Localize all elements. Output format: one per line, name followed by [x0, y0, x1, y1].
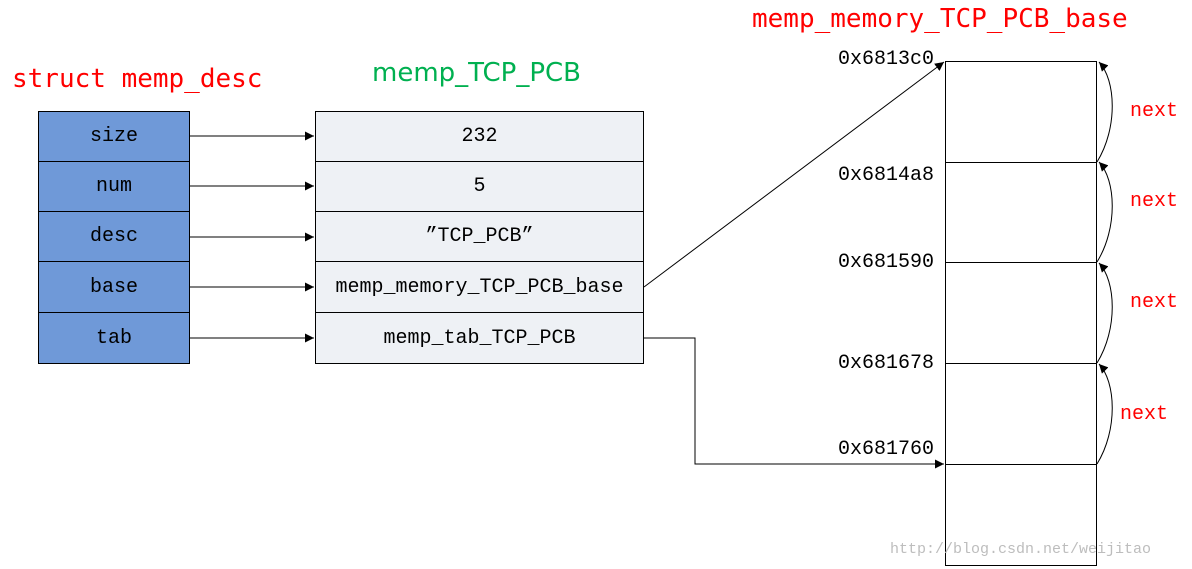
desc-field-num: num: [38, 161, 190, 212]
pcb-value-base: memp_memory_TCP_PCB_base: [315, 261, 644, 313]
memory-block: [945, 262, 1097, 364]
watermark: http://blog.csdn.net/weijitao: [890, 541, 1152, 558]
memory-block: [945, 61, 1097, 163]
base-pointer-arrow: [643, 61, 945, 288]
next-pointer-arrow: [1096, 161, 1113, 263]
pcb-value-label: 5: [473, 175, 486, 198]
next-pointer-label: next: [1120, 403, 1169, 426]
pcb-value-tab: memp_tab_TCP_PCB: [315, 312, 644, 364]
memp-tcp-pcb-title: memp_TCP_PCB: [372, 58, 582, 88]
address-label: 0x681760: [838, 438, 935, 461]
desc-field-label: num: [95, 175, 132, 198]
pcb-value-label: ”TCP_PCB”: [425, 225, 534, 248]
desc-field-base: base: [38, 261, 190, 313]
desc-field-tab: tab: [38, 312, 190, 364]
desc-field-label: base: [89, 275, 138, 299]
pcb-value-label: memp_memory_TCP_PCB_base: [335, 275, 624, 299]
desc-field-label: desc: [89, 225, 138, 248]
tab-pointer-arrow: [644, 337, 944, 469]
pcb-value-num: 5: [315, 161, 644, 212]
memory-block: [945, 162, 1097, 263]
desc-field-label: tab: [95, 326, 132, 350]
address-label: 0x6813c0: [838, 48, 935, 71]
address-label: 0x6814a8: [838, 164, 935, 187]
desc-field-label: size: [89, 125, 138, 148]
address-label: 0x681678: [838, 352, 935, 375]
memory-pool-title: memp_memory_TCP_PCB_base: [752, 4, 1128, 34]
next-pointer-arrow: [1096, 262, 1113, 364]
next-pointer-label: next: [1130, 100, 1179, 123]
pcb-value-label: memp_tab_TCP_PCB: [383, 326, 576, 350]
pcb-value-label: 232: [461, 125, 498, 148]
memory-block: [945, 464, 1097, 566]
address-label: 0x681590: [838, 251, 935, 274]
memory-block: [945, 363, 1097, 465]
pcb-value-size: 232: [315, 111, 644, 162]
pcb-value-desc: ”TCP_PCB”: [315, 211, 644, 262]
struct-memp-desc-title: struct memp_desc: [12, 64, 263, 94]
next-pointer-label: next: [1130, 291, 1179, 314]
next-pointer-label: next: [1130, 190, 1179, 213]
next-pointer-arrow: [1096, 363, 1113, 465]
next-pointer-arrow: [1096, 61, 1113, 163]
desc-field-desc: desc: [38, 211, 190, 262]
